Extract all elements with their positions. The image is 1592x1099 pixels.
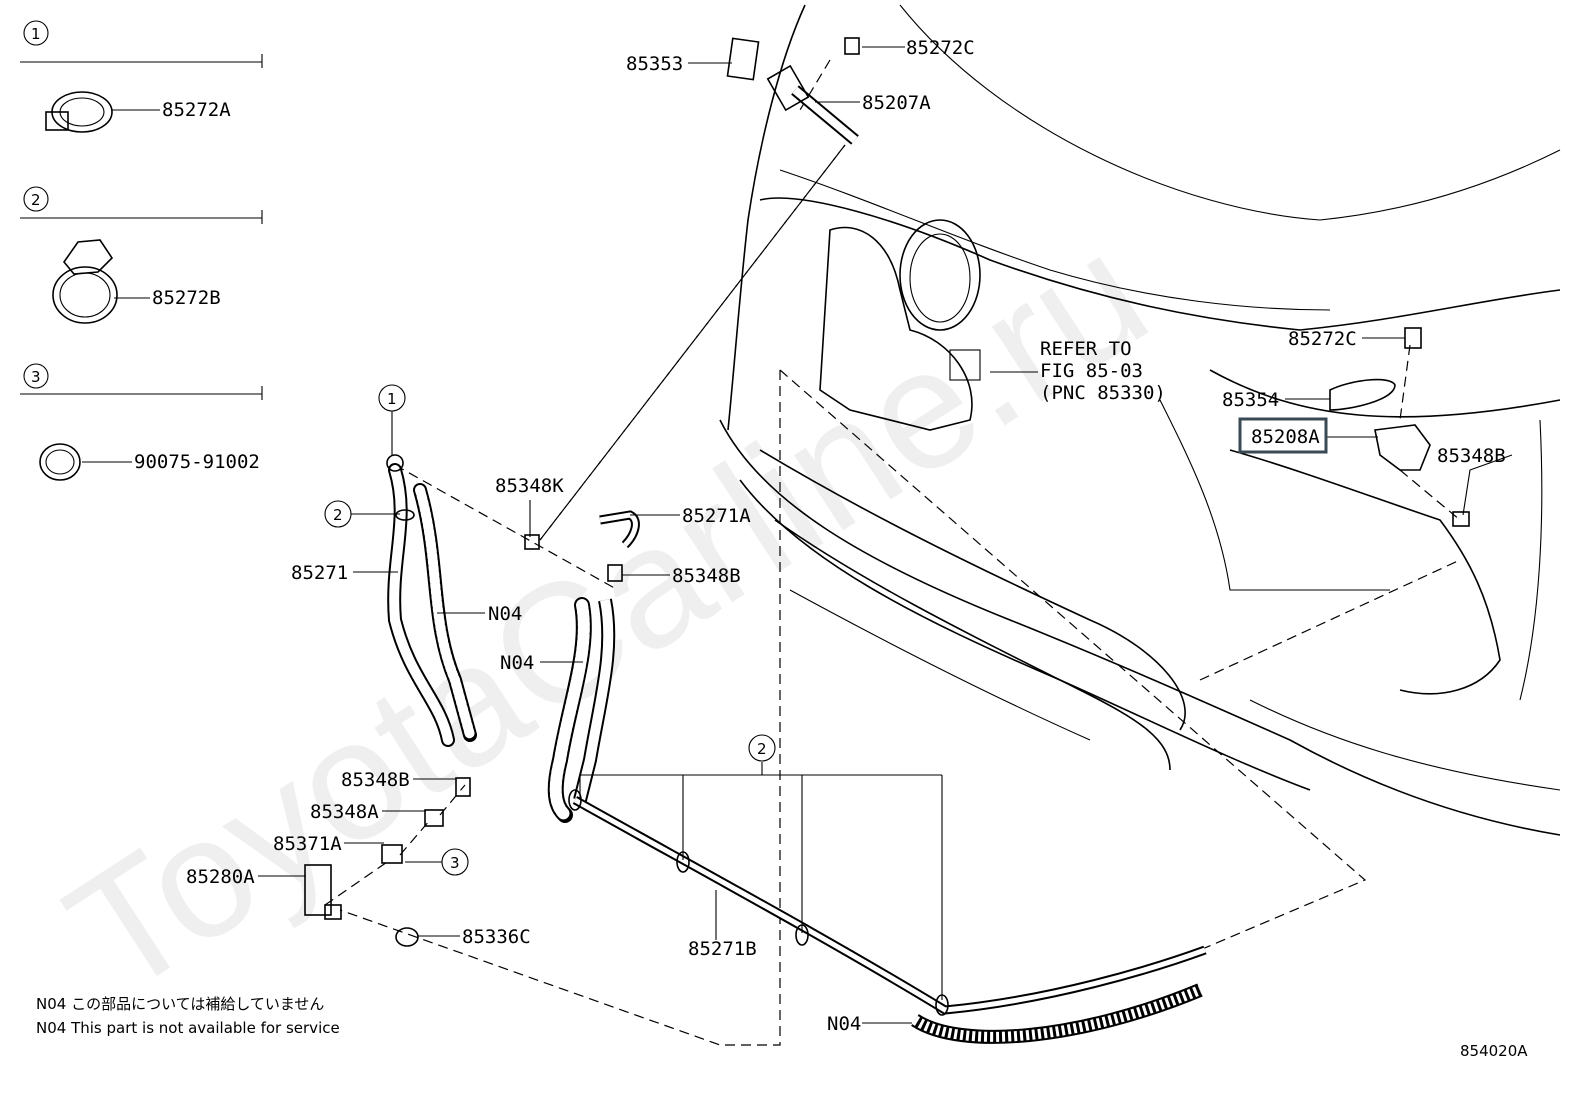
- callout-circles: 1 2 2 3: [324, 384, 776, 876]
- hose-n04-b: [547, 597, 616, 823]
- hose-85271b: [572, 796, 1207, 1015]
- label-n04-b: N04: [500, 652, 534, 674]
- callout-3-num: 3: [450, 854, 460, 872]
- pump-85280a: [304, 864, 332, 916]
- leader-lines: [258, 46, 1513, 1024]
- joint-85348k: [524, 534, 540, 550]
- label-85272c-top: 85272C: [906, 37, 975, 59]
- label-refer-line3: (PNC 85330): [1040, 382, 1166, 404]
- label-85348a: 85348A: [310, 801, 379, 823]
- grommet-85371a: [381, 844, 403, 864]
- label-85336c: 85336C: [462, 926, 531, 948]
- label-85348b-low: 85348B: [341, 769, 410, 791]
- clamp-85272a-icon: [45, 91, 113, 133]
- legend-num-3: 3: [31, 368, 41, 386]
- clip-85272c-right: [1404, 327, 1422, 349]
- cover-85354: [1329, 378, 1396, 411]
- label-85348b-mid: 85348B: [672, 565, 741, 587]
- legend-circle-2: [23, 186, 49, 212]
- joint-85348a: [424, 809, 444, 827]
- legend-part-85272a: 85272A: [162, 99, 231, 121]
- callout-2b-num: 2: [757, 740, 767, 758]
- label-85207a: 85207A: [862, 92, 931, 114]
- label-85354: 85354: [1222, 389, 1279, 411]
- legend-panel: 1 85272A 2 85272B 3 90075-91002: [20, 20, 263, 481]
- dashed-leader-lines: [324, 59, 1461, 1046]
- cap-85336c: [395, 927, 419, 947]
- label-85280a: 85280A: [186, 866, 255, 888]
- label-85271: 85271: [291, 562, 348, 584]
- label-85272c-right: 85272C: [1288, 328, 1357, 350]
- callout-2a-num: 2: [333, 506, 343, 524]
- legend-num-2: 2: [31, 191, 41, 209]
- note-jp: N04 この部品については補給していません: [36, 995, 324, 1013]
- hose-n04-a: [413, 483, 477, 742]
- label-refer-line1: REFER TO: [1040, 338, 1132, 360]
- part-labels: 85353 85272C 85207A 85272C 85354 85208A …: [186, 37, 1506, 1035]
- fittings: [304, 37, 1470, 947]
- hose-n04-c: [911, 983, 1203, 1044]
- label-85348b-right: 85348B: [1437, 445, 1506, 467]
- legend-circle-1: [23, 20, 49, 46]
- joint-85348b-mid: [607, 564, 623, 582]
- note-en: N04 This part is not available for servi…: [36, 1019, 340, 1037]
- label-85208a: 85208A: [1251, 426, 1320, 448]
- legend-part-90075-91002: 90075-91002: [134, 451, 260, 473]
- hose-85207a: [766, 64, 859, 145]
- cover-85353: [726, 37, 760, 81]
- callout-1-num: 1: [387, 390, 397, 408]
- bumper-outline-drawing: [719, 4, 1561, 836]
- legend-circle-3: [23, 363, 49, 389]
- nozzle-85208a: [1374, 424, 1431, 471]
- clip-85272c-top: [844, 37, 860, 55]
- label-refer-line2: FIG 85-03: [1040, 360, 1143, 382]
- figure-id: 854020A: [1460, 1042, 1528, 1060]
- label-85353: 85353: [626, 53, 683, 75]
- joint-85348b-right: [1452, 511, 1470, 527]
- label-85271a: 85271A: [682, 505, 751, 527]
- grommet-90075-icon: [39, 443, 81, 481]
- clamp-85272b-icon: [52, 239, 118, 324]
- highlight-85208a-box: [1238, 417, 1328, 454]
- joint-85348b-low: [455, 777, 471, 797]
- callout-2-bracket: [579, 762, 943, 1000]
- label-85271b: 85271B: [688, 938, 757, 960]
- label-n04-a: N04: [488, 603, 522, 625]
- label-85348k: 85348K: [495, 475, 564, 497]
- legend-part-85272b: 85272B: [152, 287, 221, 309]
- label-85371a: 85371A: [273, 833, 342, 855]
- label-n04-c: N04: [827, 1013, 861, 1035]
- hose-85271: [387, 463, 455, 747]
- legend-num-1: 1: [31, 25, 41, 43]
